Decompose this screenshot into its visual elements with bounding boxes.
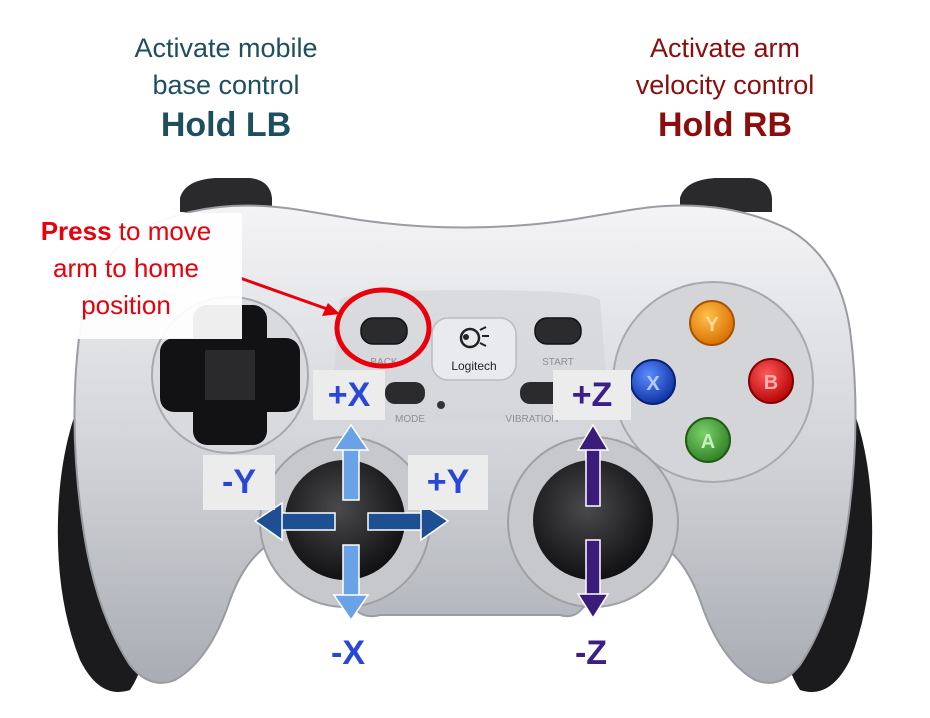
left-stick [285, 460, 405, 580]
vibration-label: VIBRATION [505, 414, 558, 425]
callout-line2: arm to home [53, 253, 199, 283]
x-button: X [630, 359, 676, 405]
arm-velocity-caption-line2: velocity control [635, 70, 815, 100]
callout-line1-rest: to move [111, 216, 212, 246]
mode-button [385, 382, 425, 404]
hold-lb-label: Hold LB [160, 106, 292, 144]
minus-z-label: -Z [574, 634, 608, 672]
plus-z-label: +Z [553, 370, 631, 420]
plus-y-arrow [367, 501, 450, 542]
minus-x-arrow [332, 544, 370, 622]
logitech-badge [431, 317, 517, 381]
right-stick [533, 460, 653, 580]
a-button: A [685, 417, 731, 463]
back-label: BACK [370, 357, 398, 368]
mode-label: MODE [395, 414, 425, 425]
mode-led [437, 401, 445, 409]
mobile-base-caption-line2: base control [152, 70, 300, 100]
arm-velocity-caption: Activate arm velocity control Hold RB [595, 30, 855, 146]
arm-velocity-caption-line1: Activate arm [649, 33, 801, 63]
logitech-logo-icon [459, 326, 489, 349]
home-position-callout: Press to move arm to home position [10, 213, 242, 339]
minus-x-label: -X [331, 634, 365, 672]
start-label: START [542, 357, 574, 368]
b-button-label: B [764, 372, 778, 394]
hold-rb-label: Hold RB [657, 106, 793, 144]
mobile-base-caption: Activate mobile base control Hold LB [95, 30, 357, 146]
callout-pointer-head [322, 303, 340, 316]
plus-z-arrow [576, 423, 610, 507]
dpad [160, 305, 300, 445]
plus-y-label: +Y [408, 455, 488, 510]
rb-bumper [680, 178, 772, 212]
x-button-label: X [646, 373, 660, 395]
minus-z-arrow [576, 539, 610, 620]
lb-bumper [180, 178, 272, 212]
y-button-label: Y [705, 314, 719, 336]
callout-press-word: Press [40, 216, 112, 246]
plus-x-label: +X [313, 370, 385, 420]
a-button-label: A [701, 431, 715, 453]
b-button: B [748, 358, 794, 404]
back-highlight-ring [334, 287, 432, 369]
mobile-base-caption-line1: Activate mobile [134, 33, 318, 63]
plus-x-arrow [332, 423, 370, 501]
callout-pointer-line [239, 276, 331, 312]
minus-y-arrow [253, 501, 336, 542]
brand-label: Logitech [451, 359, 496, 373]
start-button [534, 317, 582, 345]
minus-y-label: -Y [203, 455, 275, 510]
callout-line1: Press to move [10, 213, 242, 250]
callout-line3: position [81, 290, 171, 320]
y-button: Y [689, 300, 735, 346]
back-button [360, 317, 408, 345]
